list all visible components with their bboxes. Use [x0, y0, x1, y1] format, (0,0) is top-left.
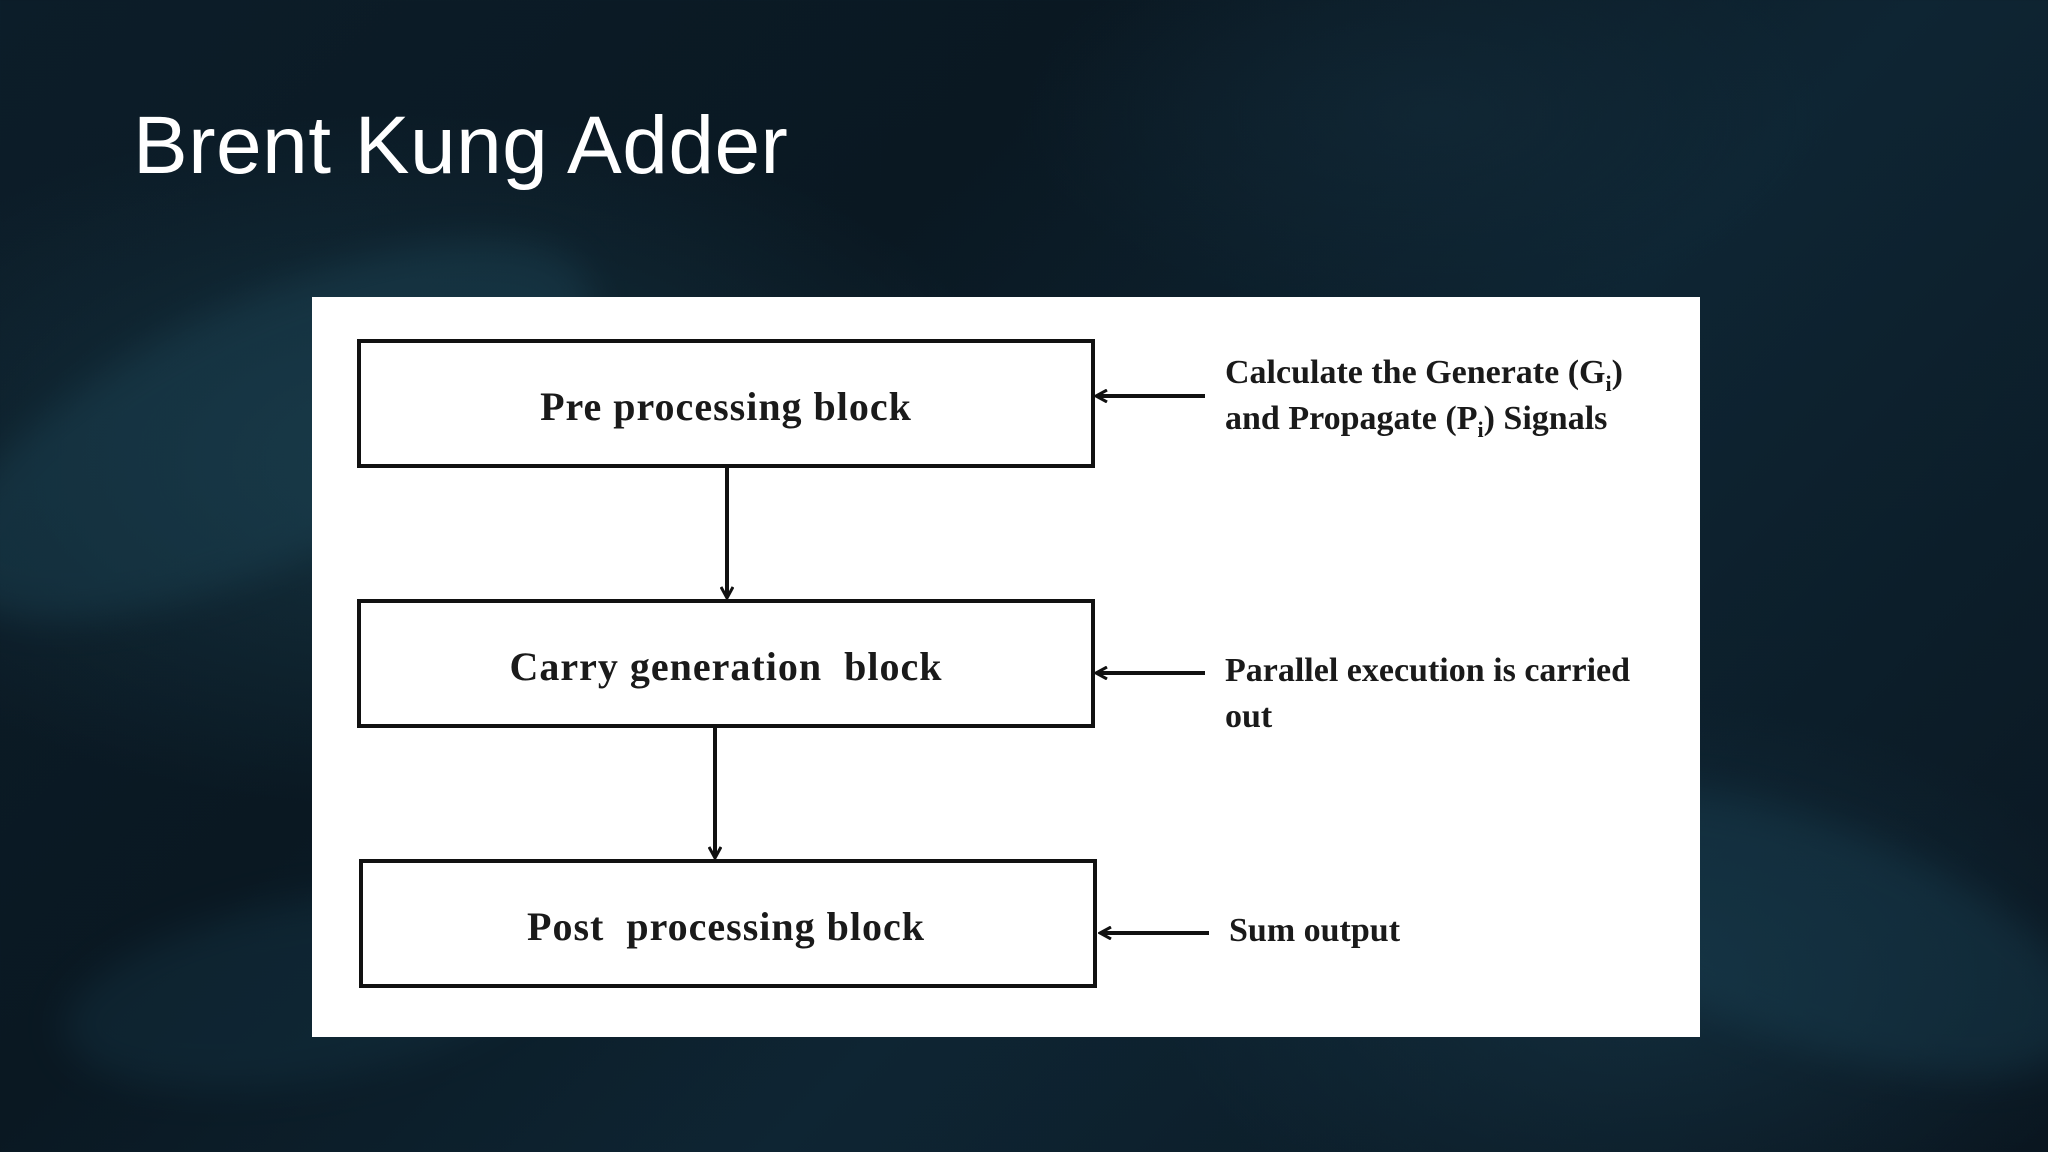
diagram-panel: Pre processing block Carry generation bl… — [312, 297, 1700, 1037]
slide-title: Brent Kung Adder — [133, 100, 789, 191]
note-parallel-execution-line-2: out — [1225, 698, 1273, 735]
note-generate-propagate-line-2: and Propagate (Pi) Signals — [1225, 400, 1607, 442]
pre-processing-block-label: Pre processing block — [540, 384, 912, 429]
note-sum-output: Sum output — [1229, 912, 1401, 949]
note-1-line-1-suffix: ) — [1612, 354, 1623, 391]
post-processing-block — [359, 859, 1097, 988]
note-1-line-2-prefix: and Propagate (P — [1225, 400, 1477, 437]
note-generate-propagate: Calculate the Generate (Gi) — [1225, 354, 1623, 396]
carry-generation-block — [357, 599, 1095, 728]
note-1-line-2-subscript: i — [1477, 417, 1483, 442]
note-1-line-2-suffix: ) Signals — [1484, 400, 1608, 437]
note-1-line-1-subscript: i — [1606, 371, 1612, 396]
carry-generation-block-label: Carry generation block — [510, 644, 943, 689]
flow-diagram: Pre processing block Carry generation bl… — [357, 339, 1630, 988]
pre-processing-block — [357, 339, 1095, 468]
note-1-line-1-prefix: Calculate the Generate (G — [1225, 354, 1606, 391]
post-processing-block-label: Post processing block — [527, 904, 925, 949]
note-parallel-execution: Parallel execution is carried — [1225, 652, 1630, 689]
